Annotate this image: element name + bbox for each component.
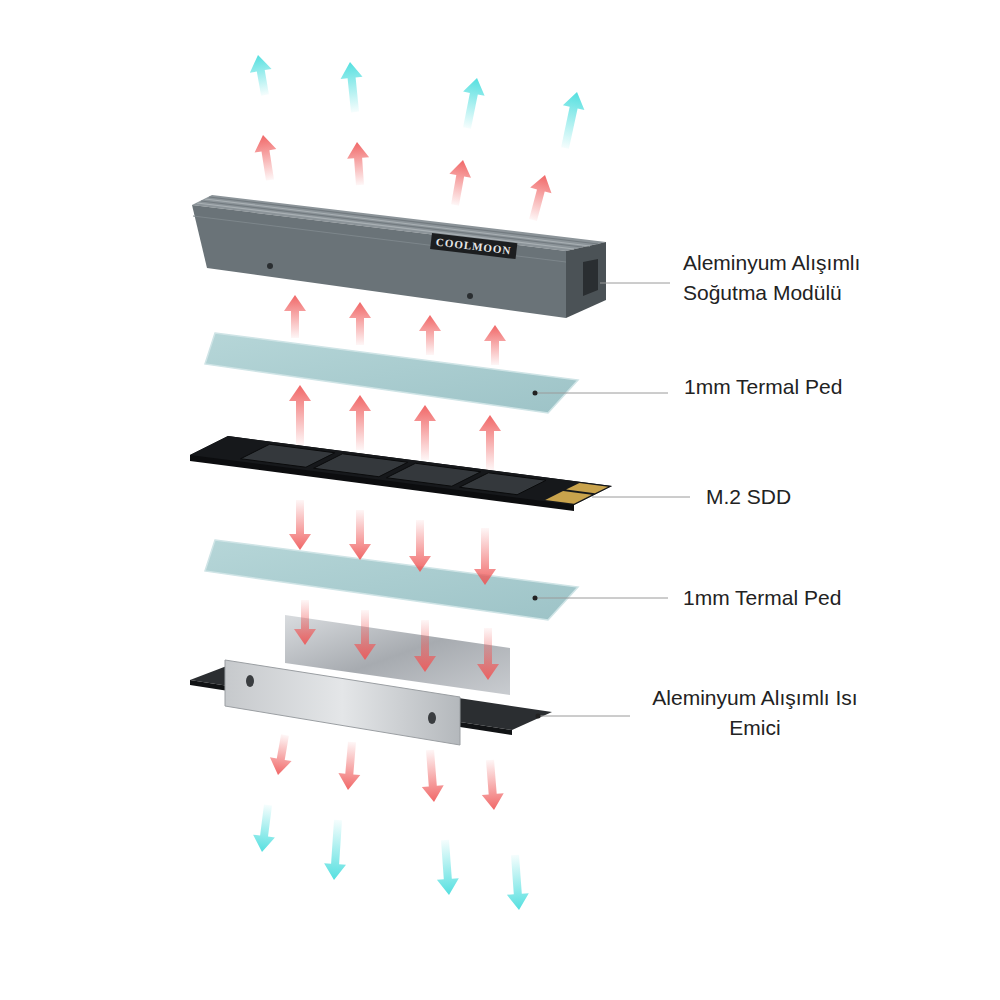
leader-line xyxy=(538,716,630,717)
cooling-module xyxy=(192,195,606,318)
heat-flow-arrows xyxy=(250,55,585,910)
fin-line xyxy=(197,203,574,249)
heat-arrow xyxy=(463,78,485,129)
heat-arrow xyxy=(324,820,346,880)
heat-arrow xyxy=(341,62,363,112)
heat-arrow xyxy=(419,315,441,355)
heat-arrow xyxy=(270,734,292,775)
heat-arrow xyxy=(484,325,506,365)
gold-connector xyxy=(566,483,608,493)
heat-arrow xyxy=(529,175,551,221)
thermal-pad xyxy=(205,333,578,413)
heat-arrow xyxy=(409,520,431,572)
memory-chip xyxy=(314,454,408,477)
heat-arrow xyxy=(507,855,529,910)
heat-arrow xyxy=(474,528,496,585)
heat-sink xyxy=(190,615,552,745)
leader-dot xyxy=(536,714,541,719)
ssd-board xyxy=(190,436,612,505)
brand-label: COOLMOON xyxy=(430,233,517,259)
heat-arrow xyxy=(294,600,316,645)
heat-arrow xyxy=(284,295,306,338)
heat-arrow xyxy=(349,510,371,560)
leader-line xyxy=(600,283,670,284)
heat-arrow xyxy=(414,405,436,460)
heat-arrow xyxy=(255,135,277,181)
screw-hole xyxy=(467,293,473,299)
heat-arrow xyxy=(479,415,501,470)
part-label: Aleminyum Alışımlı Isı Emici xyxy=(630,683,880,743)
heat-arrow xyxy=(449,160,471,206)
thermal-pad xyxy=(205,540,578,620)
screw-hole xyxy=(267,263,273,269)
heat-arrow xyxy=(477,628,499,680)
part-label: 1mm Termal Ped xyxy=(683,583,933,613)
heat-arrow xyxy=(414,620,436,672)
leader-lines xyxy=(533,283,691,719)
module-edge xyxy=(193,216,566,262)
heat-arrow xyxy=(289,500,311,550)
heat-arrow xyxy=(354,610,376,660)
screw-hole xyxy=(246,675,254,687)
heat-arrow xyxy=(289,385,311,445)
leader-line xyxy=(535,393,668,394)
heat-arrow xyxy=(437,840,459,895)
heat-arrow xyxy=(347,142,369,185)
leader-line xyxy=(592,497,690,498)
leader-dot xyxy=(533,391,538,396)
heat-arrow xyxy=(253,805,275,853)
heat-arrow xyxy=(250,55,272,96)
memory-chip xyxy=(387,463,481,486)
heat-arrow xyxy=(561,92,584,149)
heat-arrow xyxy=(349,302,371,345)
screw-hole xyxy=(428,712,436,724)
leader-line xyxy=(535,598,668,599)
part-label: Aleminyum Alışımlı Soğutma Modülü xyxy=(683,248,933,308)
part-label: M.2 SDD xyxy=(706,482,956,512)
part-label: 1mm Termal Ped xyxy=(684,372,934,402)
heat-arrow xyxy=(422,750,444,802)
module-slot xyxy=(583,259,598,296)
memory-chip xyxy=(241,444,335,467)
heat-arrow xyxy=(482,760,504,810)
heat-arrow xyxy=(338,742,360,790)
m2-ssd xyxy=(190,436,612,511)
memory-chip xyxy=(460,473,546,495)
leader-dot xyxy=(533,596,538,601)
ssd-edge xyxy=(190,436,612,511)
module-end xyxy=(566,242,606,318)
heat-arrow xyxy=(349,395,371,450)
gold-connector xyxy=(545,491,592,504)
fin-line xyxy=(205,199,590,246)
front-wall xyxy=(225,660,460,745)
